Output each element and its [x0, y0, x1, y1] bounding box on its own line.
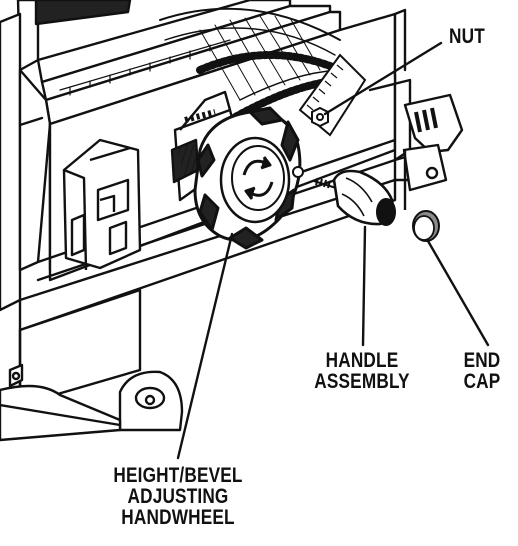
- handle-assembly-label: HANDLE ASSEMBLY: [313, 350, 411, 392]
- handwheel-label-line3: HANDWHEEL: [121, 506, 235, 529]
- height-bevel-handwheel[interactable]: [193, 106, 304, 250]
- end-cap-label-line2: CAP: [463, 370, 501, 393]
- leader-nut: [323, 41, 443, 116]
- leader-end-cap: [426, 239, 490, 347]
- nut-label-text: NUT: [449, 25, 485, 48]
- handwheel-label-line1: HEIGHT/BEVEL: [113, 464, 243, 487]
- leader-lines: [176, 41, 490, 460]
- end-cap-part[interactable]: [412, 210, 440, 242]
- handle-screw: [313, 177, 337, 189]
- right-leg-bracket: [402, 93, 464, 210]
- leader-handwheel: [176, 232, 234, 460]
- handwheel-knurls: [196, 106, 300, 250]
- handwheel-label-line2: ADJUSTING: [127, 485, 229, 508]
- lock-arrow-icon: [242, 156, 274, 200]
- nut-label: NUT: [438, 26, 495, 47]
- handle-assembly-label-line2: ASSEMBLY: [314, 370, 410, 393]
- ruler-scale: [59, 39, 231, 96]
- end-cap-label-line1: END: [463, 349, 501, 372]
- blade-lines: [199, 15, 321, 101]
- nut-part: [311, 106, 329, 128]
- left-foot-bracket: [0, 363, 184, 442]
- handle-assembly-part[interactable]: [313, 169, 396, 226]
- handle-assembly-label-line1: HANDLE: [325, 349, 399, 372]
- handwheel-label: HEIGHT/BEVEL ADJUSTING HANDWHEEL: [112, 465, 243, 528]
- switch-box: [62, 138, 142, 271]
- end-cap-label: END CAP: [457, 350, 506, 392]
- shadow-hatch: [175, 142, 203, 178]
- leader-handle-assembly: [361, 225, 367, 347]
